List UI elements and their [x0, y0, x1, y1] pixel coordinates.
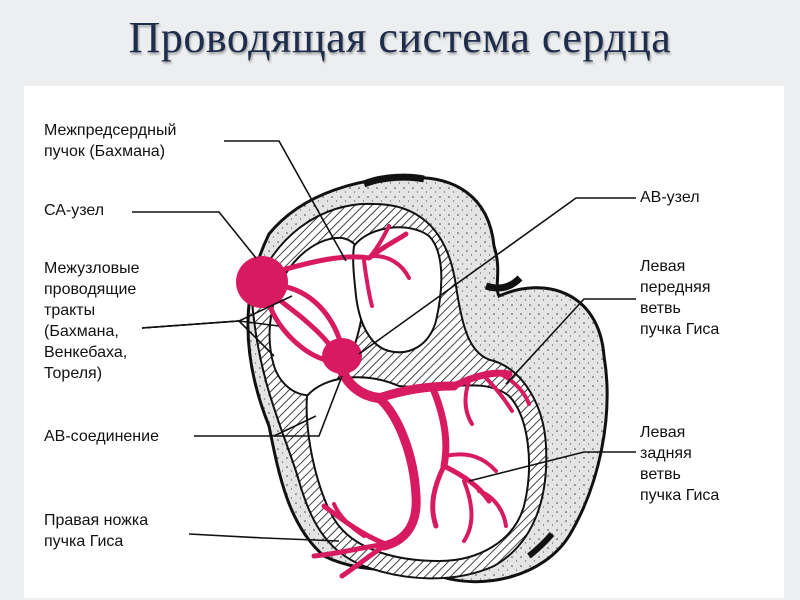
label-right-bundle-branch: Правая ножка пучка Гиса: [44, 512, 149, 550]
leader-lines: [132, 140, 636, 542]
label-interatrial-bundle: Межпредсердный пучок (Бахмана): [44, 122, 177, 160]
left-posterior-fiber-5: [477, 489, 508, 528]
right-bundle-branch: [374, 393, 421, 551]
left-posterior-fiber-4: [462, 479, 474, 543]
leader-internodal-3: [141, 320, 275, 357]
wall-band-top: [362, 173, 425, 188]
label-sa-node: СА-узел: [44, 202, 105, 219]
right-branch-fiber-2: [311, 541, 389, 559]
right-branch-fiber-4: [332, 502, 366, 538]
label-left-anterior-branch: Левая передняя ветвь пучка Гиса: [640, 258, 720, 338]
wall-band-bottom: [527, 532, 555, 559]
heart-diagram: Межпредсердный пучок (Бахмана) СА-узел М…: [24, 86, 784, 598]
interatrial-branch-2: [372, 254, 411, 280]
internodal-tract-posterior: [279, 283, 342, 341]
leader-av-junction-2: [273, 415, 317, 437]
label-av-node: АВ-узел: [640, 189, 700, 206]
leader-right-bundle: [188, 533, 340, 542]
heart-drawing: [132, 140, 636, 584]
label-av-junction: АВ-соединение: [44, 428, 159, 445]
internodal-tract-anterior: [271, 293, 332, 347]
left-posterior-fiber-1: [441, 463, 492, 504]
left-posterior-branch: [430, 387, 450, 470]
slide-title: Проводящая система сердца: [128, 13, 672, 62]
label-left-posterior-branch: Левая задняя ветвь пучка Гиса: [640, 424, 720, 504]
left-atrium-chamber: [352, 226, 443, 354]
leader-left-posterior: [468, 451, 636, 482]
wall-band-right: [484, 275, 523, 292]
leader-av-node: [358, 197, 636, 355]
label-internodal-tracts: Межузловые проводящие тракты (Бахмана, В…: [44, 260, 140, 382]
left-anterior-fiber-3: [463, 379, 474, 426]
left-anterior-fiber-2: [497, 371, 531, 406]
leader-left-anterior: [505, 298, 636, 385]
internodal-tract-middle: [266, 301, 329, 363]
leader-av-junction: [194, 375, 343, 437]
leader-sa-node: [132, 211, 257, 259]
left-bundle-trunk: [374, 381, 459, 403]
left-posterior-fiber-2: [430, 463, 447, 529]
interatrial-branch-1: [367, 224, 391, 260]
interatrial-branch-3: [362, 259, 374, 308]
left-anterior-fiber-1: [482, 374, 514, 413]
leader-interatrial-bundle: [224, 140, 347, 262]
conduction-system: [236, 224, 531, 579]
av-node: [322, 338, 362, 374]
right-branch-fiber-3: [339, 543, 387, 579]
left-posterior-fiber-3: [444, 452, 498, 473]
